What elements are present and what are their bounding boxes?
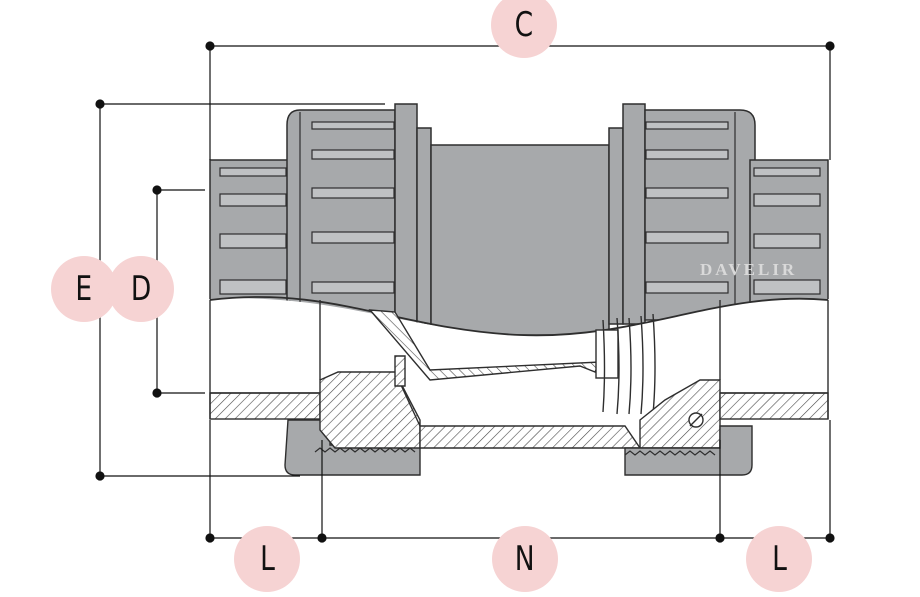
- watermark-text: DAVELIR: [700, 260, 798, 279]
- valve-section: [209, 300, 829, 476]
- label-d: D: [108, 256, 174, 322]
- label-n: N: [492, 526, 558, 592]
- label-e: E: [51, 256, 117, 322]
- label-l-left: L: [234, 526, 300, 592]
- valve-exterior: [209, 103, 829, 336]
- label-l-right: L: [746, 526, 812, 592]
- label-c: C: [491, 0, 557, 58]
